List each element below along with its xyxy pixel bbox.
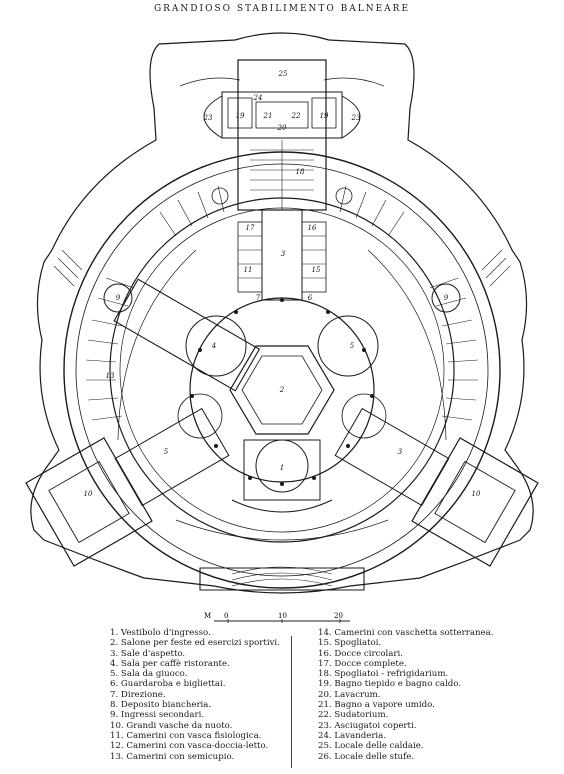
legend-item: 12. Camerini con vasca-doccia-letto. xyxy=(110,741,269,752)
north-right-pavilion xyxy=(341,95,361,139)
se-corridor xyxy=(334,407,450,507)
label-3-north: 3 xyxy=(281,250,286,258)
label-15: 15 xyxy=(312,266,321,274)
legend-item: 10. Grandi vasche da nuoto. xyxy=(110,720,233,731)
label-25: 25 xyxy=(278,70,288,78)
legend-left-column: 1. Vestibolo d'ingresso.2. Salone per fe… xyxy=(110,628,280,762)
legend-item: 2. Salone per feste ed esercizi sportivi… xyxy=(110,638,280,649)
courtyard-left-wall xyxy=(117,249,197,441)
label-4: 4 xyxy=(211,342,216,350)
legend-item: 6. Guardaroba e bigliettai. xyxy=(110,679,226,690)
legend-item: 16. Docce circolari. xyxy=(318,648,404,659)
label-6: 6 xyxy=(308,294,313,302)
scale-tick-0: 0 xyxy=(224,612,228,620)
sw-corridor xyxy=(114,407,230,507)
label-2: 2 xyxy=(279,386,285,394)
scale-tick-10: 10 xyxy=(278,612,287,620)
legend-item: 1. Vestibolo d'ingresso. xyxy=(110,628,211,638)
rotunda-west xyxy=(103,283,133,313)
scale-bar: M 0 10 20 xyxy=(204,612,350,623)
label-17: 17 xyxy=(246,224,255,232)
label-13: 13 xyxy=(106,372,115,380)
legend-item: 9. Ingressi secondari. xyxy=(110,710,205,721)
ring-wall xyxy=(75,163,489,577)
scale-tick-20: 20 xyxy=(334,612,343,620)
floor-plan-drawing: 25 24 23 23 19 19 21 22 20 18 17 16 3 11… xyxy=(25,32,539,594)
plan-title: GRANDIOSO STABILIMENTO BALNEARE xyxy=(153,4,411,14)
north-left-pavilion xyxy=(203,95,223,139)
label-10-east: 10 xyxy=(472,490,481,498)
label-23-right: 23 xyxy=(351,114,361,122)
core-columns xyxy=(190,298,374,486)
site-outline xyxy=(30,32,534,594)
legend-item: 5. Sala da giuoco. xyxy=(110,669,188,680)
legend-item: 22. Sudatorium. xyxy=(318,710,389,721)
rotunda-east xyxy=(431,283,461,313)
label-7: 7 xyxy=(256,294,261,302)
legend-item: 17. Docce complete. xyxy=(318,658,407,669)
se-pool xyxy=(434,460,516,544)
legend-item: 7. Direzione. xyxy=(110,689,166,700)
legend-item: 3. Sale d'aspetto. xyxy=(110,648,186,659)
legend-item: 21. Bagno a vapore umido. xyxy=(318,700,435,711)
legend-item: 24. Lavanderia. xyxy=(318,730,387,741)
scale-prefix: M xyxy=(204,612,211,620)
label-3-se: 3 xyxy=(398,448,403,456)
label-19-right: 19 xyxy=(320,112,329,120)
ring-cabins xyxy=(85,185,479,421)
label-16: 16 xyxy=(308,224,317,232)
courtyard-right-wall xyxy=(367,249,447,441)
outer-ring xyxy=(63,151,501,589)
label-21: 21 xyxy=(263,112,273,120)
legend-item: 4. Sala per caffè ristorante. xyxy=(110,658,230,669)
label-1: 1 xyxy=(280,464,284,472)
legend-item: 14. Camerini con vaschetta sotterranea. xyxy=(318,628,494,638)
legend-item: 13. Camerini con semicupio. xyxy=(110,751,235,762)
entrance-vestibule xyxy=(243,439,321,501)
legend-item: 25. Locale delle caldaie. xyxy=(318,741,424,752)
label-10-west: 10 xyxy=(84,490,93,498)
legend-item: 8. Deposito biancheria. xyxy=(110,700,212,711)
label-23-left: 23 xyxy=(203,114,213,122)
legend-item: 20. Lavacrum. xyxy=(318,689,381,700)
south-gate xyxy=(199,567,365,591)
southwest-wing xyxy=(113,278,261,392)
legend-item: 26. Locale delle stufe. xyxy=(318,751,415,762)
label-9-east: 9 xyxy=(444,294,449,302)
label-24: 24 xyxy=(253,94,263,102)
legend-right-column: 14. Camerini con vaschetta sotterranea.1… xyxy=(318,628,493,762)
courtyard-bottom-wall xyxy=(175,519,389,541)
sw-pool xyxy=(48,460,130,544)
legend-divider xyxy=(291,636,292,768)
lobe-right xyxy=(317,315,379,377)
label-19-left: 19 xyxy=(236,112,245,120)
legend-item: 18. Spogliatoi - refrigidarium. xyxy=(318,669,449,680)
label-11-left: 11 xyxy=(244,266,253,274)
legend-item: 15. Spogliatoi. xyxy=(318,638,382,649)
label-5-sw: 5 xyxy=(164,448,169,456)
label-5-right: 5 xyxy=(350,342,355,350)
legend-item: 11. Camerini con vasca fisiologica. xyxy=(110,730,262,741)
sw-pool-hall xyxy=(25,437,153,567)
label-9-west: 9 xyxy=(116,294,121,302)
label-18: 18 xyxy=(296,168,305,176)
label-20: 20 xyxy=(277,124,287,132)
entrance-apse xyxy=(231,499,333,513)
central-hall xyxy=(229,345,335,435)
label-22: 22 xyxy=(291,112,301,120)
lobe-left xyxy=(185,315,247,377)
se-pool-hall xyxy=(411,437,539,567)
legend-item: 23. Asciugatoi coperti. xyxy=(318,720,417,731)
legend-item: 19. Bagno tiepido e bagno caldo. xyxy=(318,679,462,690)
